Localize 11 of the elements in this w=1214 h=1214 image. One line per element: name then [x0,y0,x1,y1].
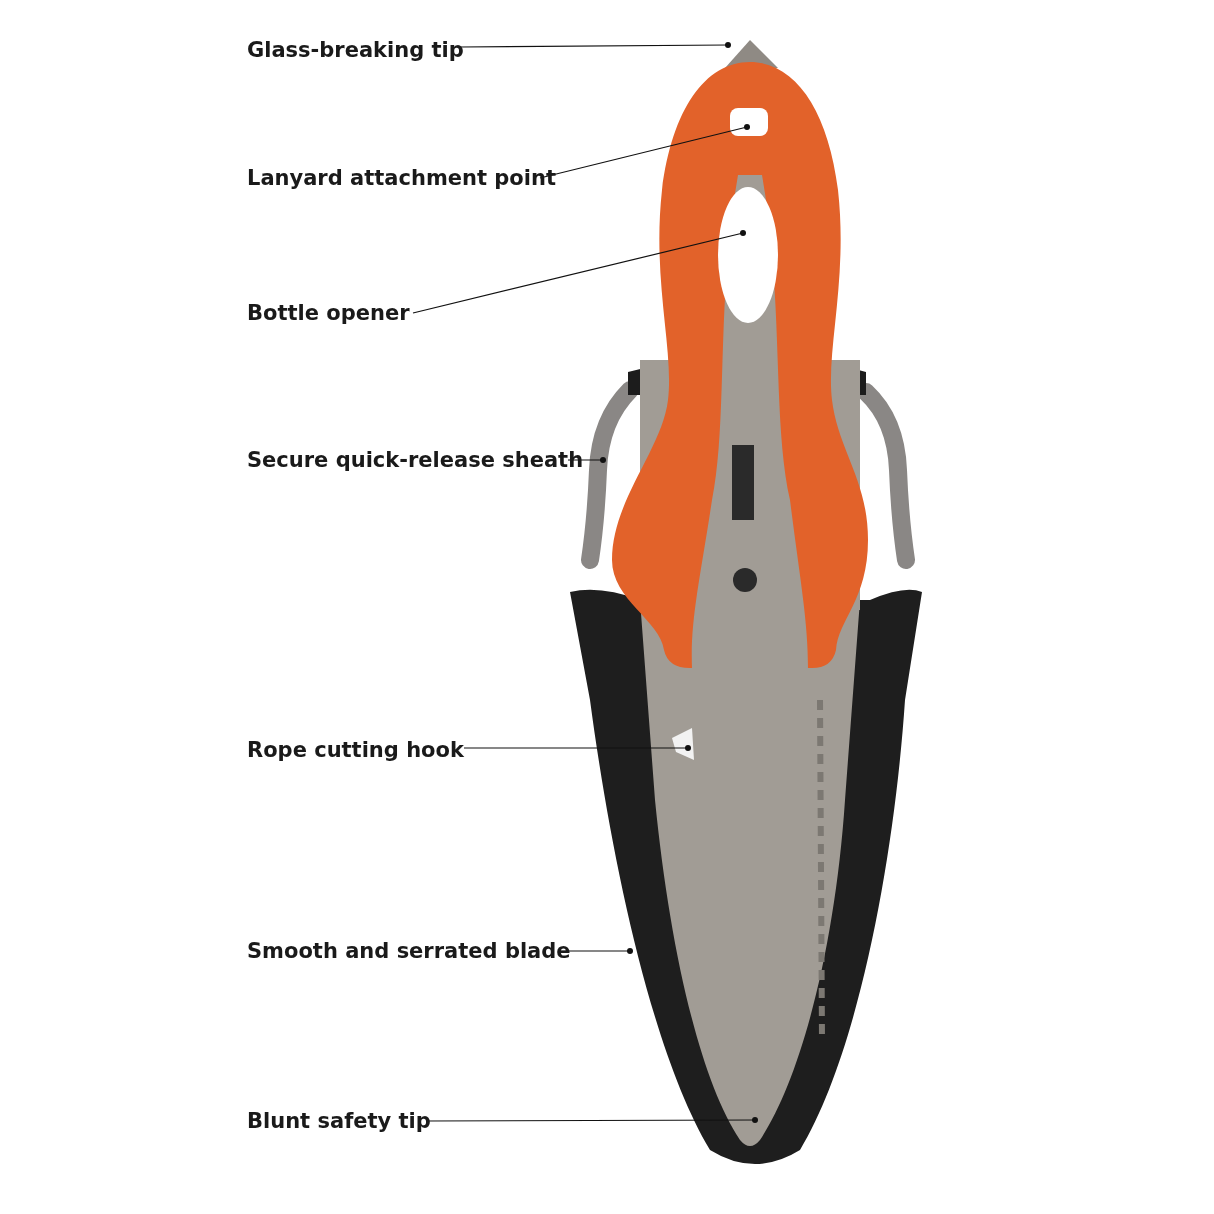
callout-label: Glass-breaking tip [247,37,464,63]
callout-label: Smooth and serrated blade [247,938,571,964]
callout-label: Bottle opener [247,300,410,326]
leader-line [567,457,606,463]
callout-label: Lanyard attachment point [247,165,556,191]
leader-line [412,230,746,314]
callout-label: Blunt safety tip [247,1108,431,1134]
leader-line [459,42,731,48]
leader-line [463,745,691,751]
callout-label: Secure quick-release sheath [247,447,584,473]
callout-label: Rope cutting hook [247,737,464,763]
